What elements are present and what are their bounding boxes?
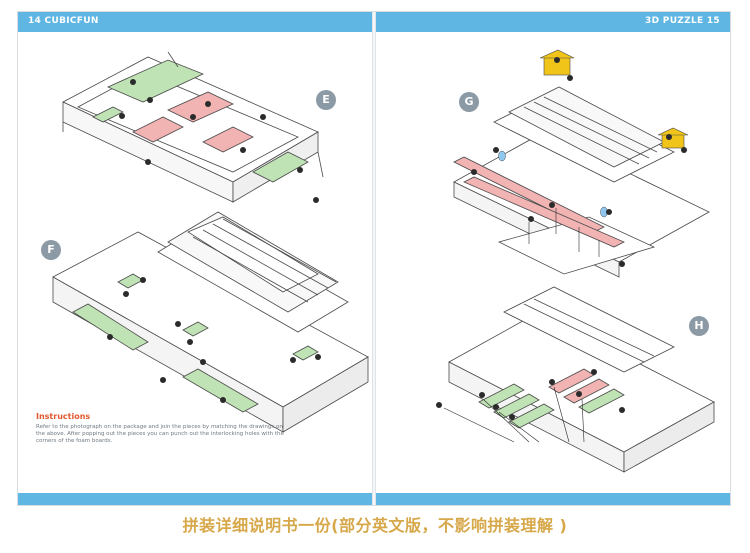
step-f-callouts [107,277,321,403]
assembly-diagram-g-h [436,49,715,473]
right-footer-bar [374,493,730,505]
step-f-badge: F [41,240,61,260]
step-e-callouts [119,79,319,203]
diagram-step-g [453,86,710,278]
assembly-diagram-e-f [52,51,369,433]
step-g-guide-lines [528,208,600,257]
instructions-title: Instructions [36,412,91,421]
left-page: 14 CUBICFUN [18,12,374,505]
step-h-badge: H [689,316,709,336]
instructions-block: Instructions Refer to the photograph on … [36,412,286,445]
diagram-step-h [448,286,715,473]
left-footer-bar [18,493,374,505]
step-h-guide-lines [443,386,585,443]
step-e-badge: E [316,90,336,110]
right-header-bar [374,12,730,32]
step-h-callouts [436,369,625,420]
booklet-spine [372,12,376,505]
blue-lanterns [498,150,608,218]
right-page-header: 3D PUZZLE 15 [645,16,720,26]
instructions-body: Refer to the photograph on the package a… [36,424,284,444]
product-caption: 拼装详细说明书一份(部分英文版，不影响拼装理解 ) [182,516,568,535]
yellow-ornament-side [657,127,689,149]
diagram-step-f [52,211,369,433]
left-page-header: 14 CUBICFUN [28,16,99,26]
left-header-bar [18,12,374,32]
right-page: 3D PUZZLE 15 [374,12,730,505]
diagram-step-e [62,51,324,203]
step-g-badge: G [459,92,479,112]
instruction-booklet: 14 CUBICFUN [18,12,730,505]
step-g-callouts [471,57,687,267]
